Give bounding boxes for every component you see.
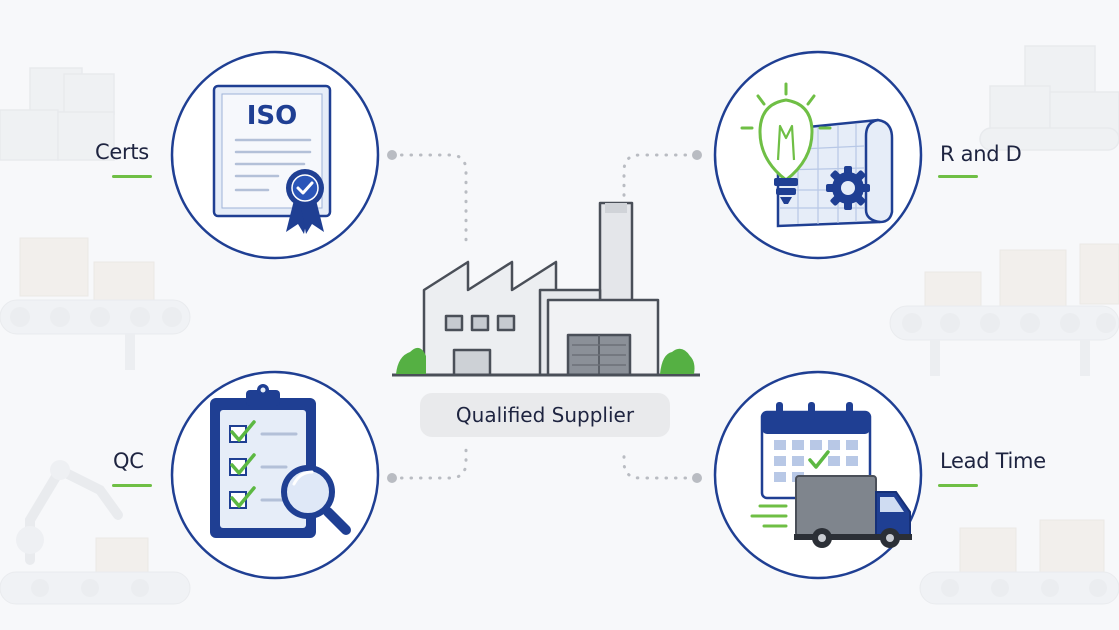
connector-leadtime [622,446,697,480]
conveyor-icon [0,237,191,370]
award-ribbon-icon [286,169,324,234]
robot-arm-icon [16,460,123,565]
lead-time-underline [938,484,978,487]
conveyor-icon [919,519,1119,605]
connector-dot [692,150,702,160]
magnifier-icon [281,465,351,535]
conveyor-icon [889,243,1119,376]
rnd-underline [938,175,978,178]
connector-dot [692,473,702,483]
box-stack-icon [979,45,1119,151]
box-stack-icon [0,67,115,161]
connector-rnd [622,153,697,202]
certificate-icon: ISO [212,84,332,234]
truck-icon [750,475,912,548]
calendar-check-icon [808,450,830,469]
qc-underline [112,484,152,487]
qualified-supplier-pill: Qualified Supplier [420,393,670,437]
qc-label: QC [113,449,144,473]
conveyor-icon [0,537,191,605]
connector-qc [390,446,468,480]
factory-icon [392,201,700,377]
connectors [390,153,697,480]
gear-icon [826,166,870,210]
connector-certs [390,153,468,242]
lead-time-label: Lead Time [940,449,1046,473]
light-bulb-icon [740,82,832,204]
qualified-supplier-label: Qualified Supplier [455,403,635,427]
rnd-label: R and D [940,142,1022,166]
checkmark-icon [230,420,256,508]
background-decor [0,45,1119,605]
connector-dot [387,473,397,483]
connector-dot [387,150,397,160]
iso-badge-text: ISO [247,101,298,131]
certs-label: Certs [95,140,149,164]
bush-icon [396,347,695,374]
certs-underline [112,175,152,178]
